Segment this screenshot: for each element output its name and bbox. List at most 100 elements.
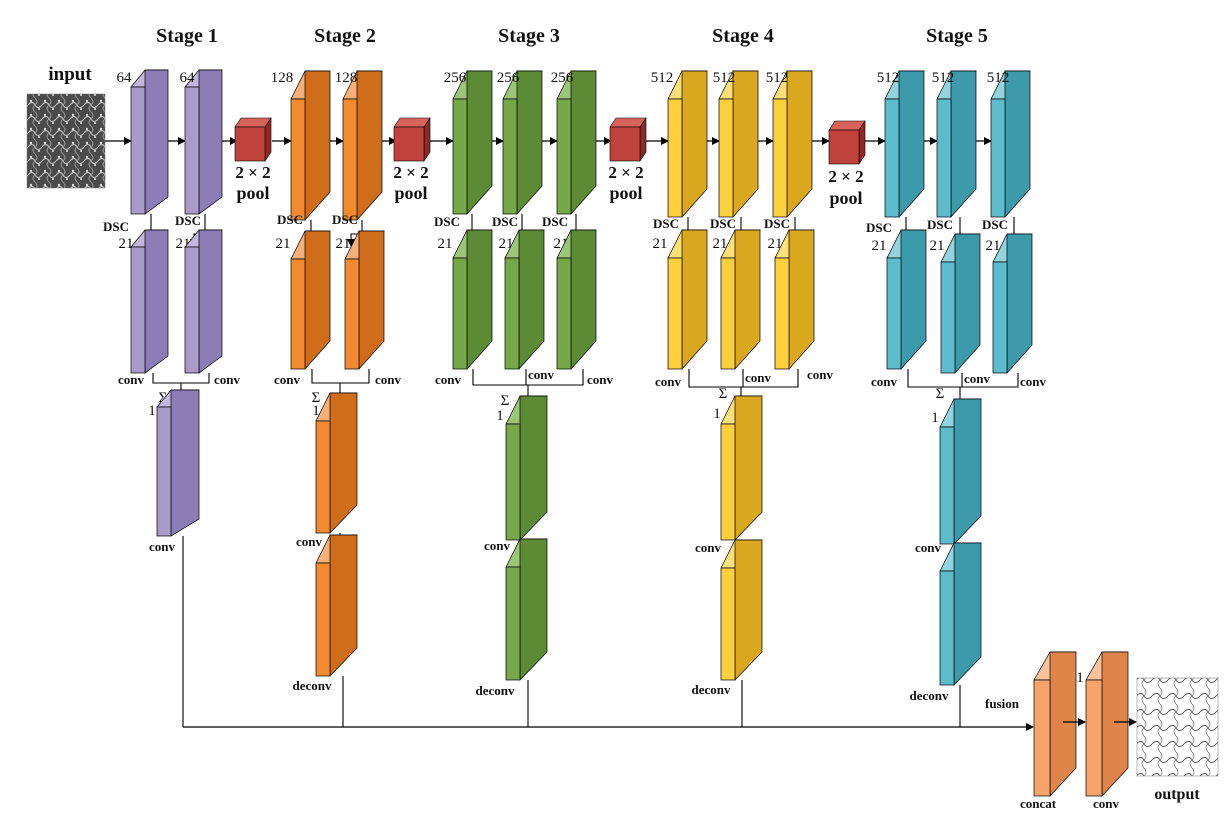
stage4-conv-block-1 [667, 70, 708, 218]
channel-label: 21 [438, 236, 453, 252]
conv-label: conv [1020, 374, 1047, 389]
conv-label: conv [871, 374, 898, 389]
channel-label: 512 [651, 70, 674, 86]
conv-label: conv [695, 540, 722, 555]
conv-label: conv [296, 534, 323, 549]
sum-symbol: Σ [159, 390, 168, 406]
stage2-conv-block-2 [342, 70, 383, 221]
pool-block-2 [393, 117, 431, 162]
stage3-conv-block-2 [502, 70, 543, 215]
dsc-label: DSC [653, 216, 679, 231]
stage2-conv-block-1 [290, 70, 331, 221]
output-image [1136, 677, 1219, 777]
channel-label: 1 [496, 408, 504, 424]
stage1-dsc-block-2 [184, 229, 223, 374]
sum-symbol: Σ [312, 390, 321, 406]
stage4-sum-block [720, 395, 763, 541]
dsc-label: DSC [434, 214, 460, 229]
channel-label: 21 [713, 236, 728, 252]
channel-label: 512 [766, 70, 789, 86]
stage4-conv-block-3 [772, 70, 813, 218]
output-label: output [1154, 786, 1200, 803]
stage4-dsc-block-1 [667, 229, 708, 370]
fusion-conv-block [1085, 651, 1129, 797]
stage2-deconv-block [315, 534, 358, 677]
stage2-dsc-block-1 [290, 230, 331, 370]
channel-label: 512 [987, 70, 1010, 86]
concat-block [1033, 651, 1077, 797]
stage3-dsc-block-1 [452, 229, 493, 370]
pool-kernel-label: 2 × 2 [608, 163, 643, 182]
dsc-label: DSC [175, 213, 201, 228]
stage5-dsc-block-3 [992, 233, 1033, 374]
channel-label: 512 [877, 70, 900, 86]
channel-label: 21 [653, 236, 668, 252]
channel-label: 64 [117, 70, 133, 86]
pool-label: pool [394, 183, 427, 203]
stage5-title: Stage 5 [926, 25, 988, 47]
deconv-label: deconv [476, 683, 516, 698]
deconv-label: deconv [692, 682, 732, 697]
channel-label: 256 [551, 70, 574, 86]
channel-label: 21 [768, 236, 783, 252]
stage3-dsc-block-2 [504, 229, 545, 370]
conv-label: conv [1093, 796, 1120, 811]
conv-label: conv [375, 372, 402, 387]
stage3-conv-block-1 [452, 70, 493, 215]
dsc-label: DSC [982, 217, 1008, 232]
channel-label: 21 [872, 238, 887, 254]
channel-label: 512 [932, 70, 955, 86]
stage2-sum-block [315, 392, 358, 534]
channel-label: 21 [930, 238, 945, 254]
channel-label: 128 [335, 70, 358, 86]
concat-label: concat [1020, 796, 1057, 811]
channel-label: 21 [336, 236, 351, 252]
conv-label: conv [807, 367, 834, 382]
conv-label: conv [964, 371, 991, 386]
conv-label: conv [149, 539, 176, 554]
sum-symbol: Σ [719, 386, 728, 402]
conv-label: conv [915, 540, 942, 555]
stage1-conv-block-1 [130, 69, 169, 215]
sum-symbol: Σ [501, 393, 510, 409]
channel-label: 64 [180, 70, 196, 86]
channel-label: 256 [444, 70, 467, 86]
channel-label: 512 [713, 70, 736, 86]
deconv-label: deconv [910, 688, 950, 703]
channel-label: 1 [713, 406, 721, 422]
stage5-conv-block-3 [990, 70, 1031, 218]
conv-label: conv [484, 538, 511, 553]
stage5-sum-block [939, 398, 982, 545]
stage3-deconv-block [505, 538, 548, 681]
pool-kernel-label: 2 × 2 [828, 167, 863, 186]
channel-label: 1 [312, 403, 320, 419]
dsc-label: DSC [542, 214, 568, 229]
pool-block-4 [828, 120, 866, 165]
stage3-title: Stage 3 [498, 25, 560, 47]
stage5-conv-block-2 [936, 70, 977, 218]
channel-label: 1 [931, 410, 939, 426]
fusion-label: fusion [985, 696, 1020, 711]
stage5-conv-block-1 [884, 70, 925, 218]
dsc-label: DSC [927, 217, 953, 232]
conv-label: conv [118, 372, 145, 387]
stage3-conv-block-3 [556, 70, 597, 215]
dsc-label: DSC [277, 212, 303, 227]
stage4-title: Stage 4 [712, 25, 774, 47]
pool-block-3 [609, 117, 647, 162]
dsc-label: DSC [710, 216, 736, 231]
channel-label: 21 [986, 238, 1001, 254]
channel-label: 21 [276, 236, 291, 252]
stage2-dsc-block-2 [344, 230, 385, 370]
conv-label: conv [745, 370, 772, 385]
stage2-title: Stage 2 [314, 25, 376, 47]
pool-kernel-label: 2 × 2 [235, 163, 270, 182]
stage3-sum-block [505, 395, 548, 541]
dsc-label: DSC [492, 214, 518, 229]
dsc-label: DSC [332, 212, 358, 227]
pool-label: pool [829, 188, 862, 208]
dsc-label: DSC [866, 220, 892, 235]
pool-block-1 [234, 117, 272, 162]
